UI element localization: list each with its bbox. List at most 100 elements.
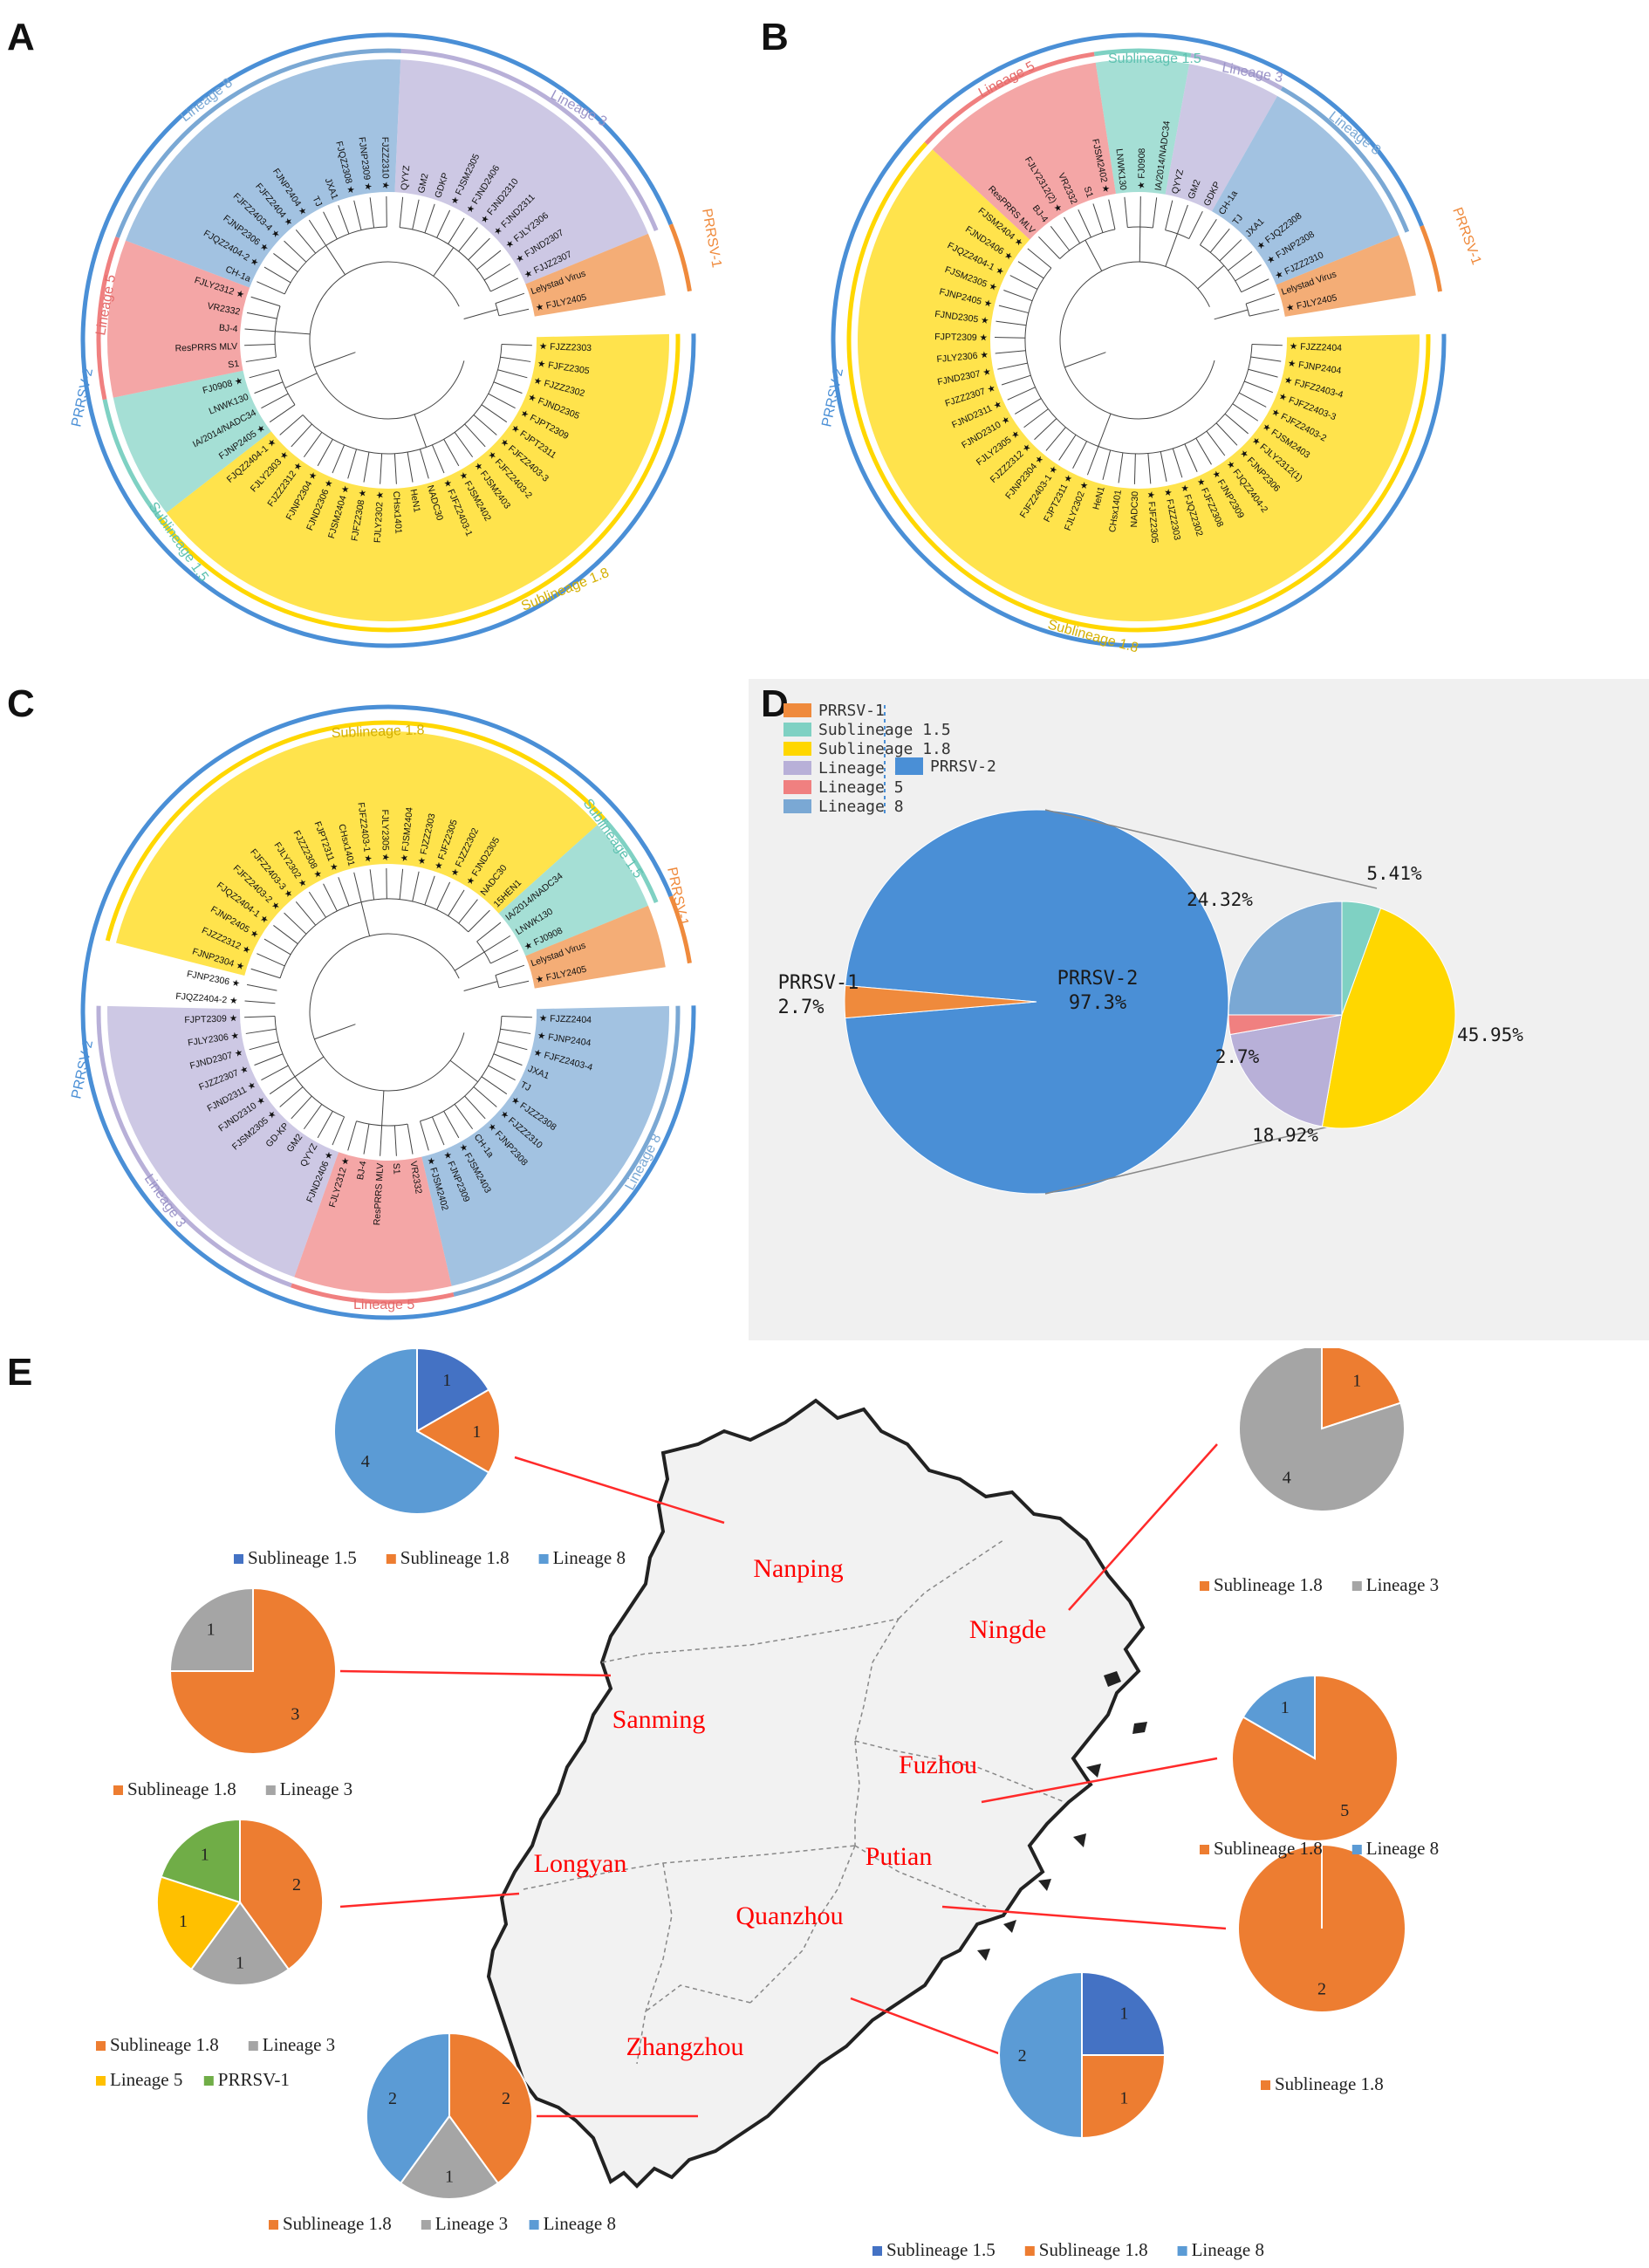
clade-highlight — [294, 1152, 452, 1293]
tree-branch — [309, 261, 465, 420]
taxon-label: FJLY2305 ★ — [380, 810, 391, 862]
tree-branch — [244, 1000, 276, 1004]
legend-swatch — [1261, 2080, 1270, 2090]
legend-swatch — [248, 2041, 258, 2051]
pie-count: 1 — [236, 1953, 244, 1972]
legend-label: Lineage 8 — [818, 798, 904, 816]
tree-branch — [419, 1120, 429, 1151]
tree-branch — [317, 439, 333, 467]
pie-sanming: 31 — [168, 1586, 337, 1755]
tree-branch — [1250, 356, 1282, 362]
taxon-label: ★ FJFZ2305 — [1146, 490, 1160, 544]
tree-branch — [308, 219, 326, 246]
taxon-label: ★ FJZZ2404 — [539, 1013, 592, 1025]
pie-count: 4 — [1283, 1468, 1291, 1487]
tree-branch — [463, 309, 498, 320]
legend-swatch — [96, 2041, 106, 2051]
taxon-label: S1 — [1082, 185, 1095, 199]
legend-swatch — [1351, 1845, 1362, 1854]
tree-branch — [284, 912, 307, 935]
taxon-label: TJ — [518, 1079, 532, 1093]
tree-branch — [458, 899, 478, 924]
slice-value: 97.3% — [1069, 992, 1126, 1014]
ring-label-sublineage-1-8: Sublineage 1.8 — [332, 723, 425, 741]
tree-leaf: NADC30 — [1129, 491, 1140, 528]
tree-branch — [1078, 209, 1091, 238]
legend-label: Lineage 3 — [818, 759, 904, 778]
tree-branch — [332, 444, 346, 474]
tree-branch — [998, 305, 1029, 314]
clade-highlight — [525, 905, 666, 989]
tree-branch — [436, 881, 451, 910]
tree-branch — [353, 872, 362, 902]
legend-label: Sublineage 1.5 — [886, 2239, 996, 2260]
tree-branch — [323, 883, 338, 912]
tree-leaf: FJPT2309 ★ — [934, 332, 989, 343]
clade-ring — [1420, 224, 1442, 292]
legend-label: Lineage 8 — [1192, 2239, 1264, 2260]
legend-label: Sublineage 1.8 — [1275, 2073, 1384, 2094]
tree-leaf: ResPRRS MLV — [174, 341, 237, 353]
legend-label: Sublineage 1.8 — [400, 1547, 510, 1568]
tree-branch — [254, 1053, 284, 1066]
pie-slice — [1242, 1674, 1316, 1760]
tree-leaf: BJ-4 — [218, 323, 238, 335]
clade-ring — [80, 32, 696, 648]
pie-quanzhou: 112 — [998, 1970, 1167, 2140]
tree-branch — [308, 891, 326, 918]
legend-label: Lineage 8 — [553, 1547, 626, 1568]
legend-label: Lineage 5 — [818, 778, 904, 797]
pie-count: 1 — [201, 1846, 209, 1865]
pie-slice — [998, 1970, 1083, 2140]
tree-branch — [481, 404, 508, 423]
tree-branch — [295, 901, 317, 926]
tree-branch — [1200, 219, 1217, 245]
pie-count: 2 — [1018, 2046, 1027, 2066]
ring-label-prrsv-1: PRRSV-1 — [699, 208, 724, 269]
tree-branch — [1001, 374, 1031, 386]
pie-slice — [156, 1875, 242, 1971]
legend-swatch-sublineage-1-5 — [783, 723, 811, 737]
tree-branch — [996, 320, 1027, 326]
legend-swatch — [421, 2220, 431, 2230]
clade-ring — [668, 895, 692, 964]
pie-slice — [160, 1818, 241, 1904]
tree-branch — [1058, 435, 1077, 461]
pie-slice — [333, 1348, 490, 1515]
legend-label: Sublineage 1.5 — [248, 1547, 357, 1568]
tree-branch — [443, 1111, 460, 1139]
tree-branch — [1118, 452, 1124, 483]
tree-branch — [323, 211, 338, 240]
legend-label: PRRSV-1 — [218, 2069, 290, 2090]
tree-branch — [501, 344, 532, 346]
tree-branch — [500, 1028, 531, 1034]
pie-slice — [1238, 1348, 1406, 1512]
tree-branch — [246, 983, 277, 991]
city-label-longyan: Longyan — [534, 1849, 627, 1878]
tree-branch — [295, 230, 317, 254]
taxon-label: FJPT2309 ★ — [184, 1013, 238, 1025]
ring-label-prrsv-1: PRRSV-1 — [1449, 206, 1483, 267]
tree-branch — [1197, 264, 1225, 290]
legend-label: Sublineage 1.5 — [818, 721, 951, 739]
tree-branch — [254, 381, 284, 394]
pie-count: 1 — [1119, 2004, 1128, 2024]
pie-slice — [366, 2032, 450, 2185]
slice-value: 45.95% — [1457, 1024, 1523, 1045]
legend-swatch — [1177, 2246, 1187, 2256]
tree-branch — [436, 209, 451, 238]
pie-slice — [845, 809, 1229, 1195]
taxon-label: FJZZ2310 ★ — [380, 137, 391, 190]
pie-fuzhou: 51 — [1231, 1674, 1399, 1842]
tree-branch — [498, 980, 530, 989]
tree-branch — [284, 240, 307, 263]
tree-leaf: FJLY2306 ★ — [936, 350, 989, 365]
tree-branch — [1200, 244, 1242, 292]
tree-branch — [468, 237, 490, 261]
tree-branch — [1228, 251, 1253, 271]
pie-count: 4 — [361, 1452, 370, 1471]
legend-swatch — [234, 1554, 243, 1564]
pie-slice — [239, 1818, 324, 1971]
